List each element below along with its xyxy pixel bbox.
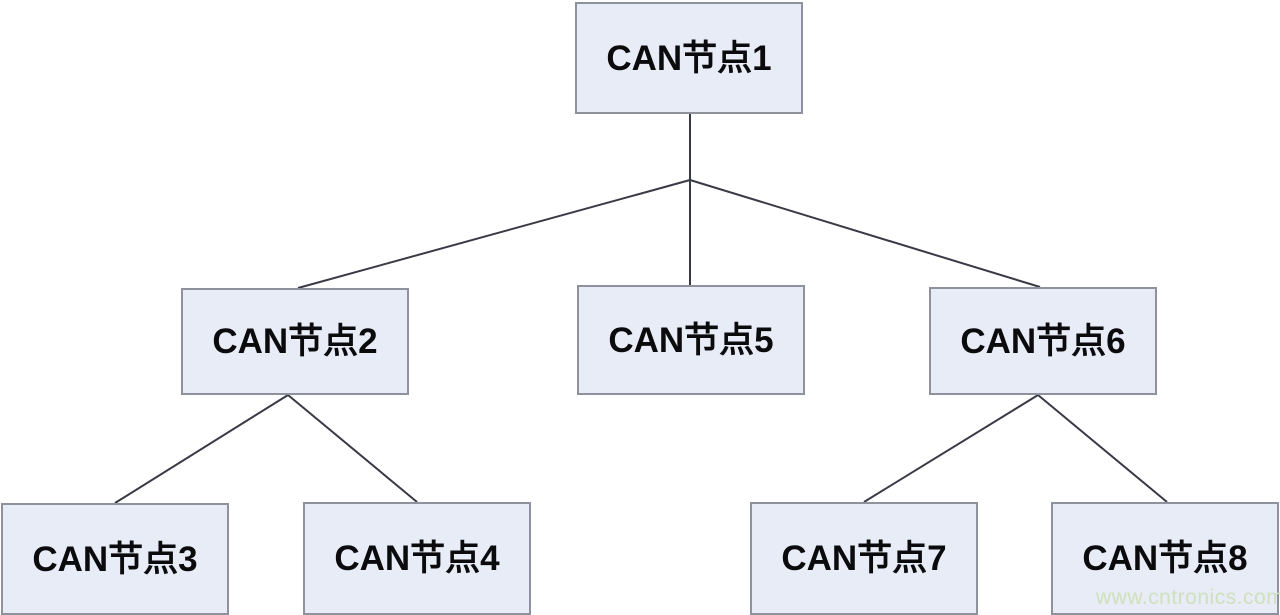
node-label: CAN节点1 [606, 38, 772, 78]
node-can-4[interactable]: CAN节点4 [303, 502, 531, 615]
node-label: CAN节点8 [1082, 539, 1248, 578]
node-label: CAN节点7 [781, 539, 947, 578]
node-label: CAN节点2 [212, 322, 378, 361]
edge-node2-node4 [287, 394, 418, 503]
edge-junction-node2 [297, 179, 691, 289]
site-watermark: www.cntronics.com [1096, 586, 1280, 609]
node-can-2[interactable]: CAN节点2 [181, 288, 409, 395]
node-can-5[interactable]: CAN节点5 [577, 285, 805, 395]
node-can-6[interactable]: CAN节点6 [929, 287, 1157, 395]
edge-junction-node6 [689, 179, 1041, 288]
node-can-7[interactable]: CAN节点7 [750, 502, 978, 615]
edge-node2-node3 [114, 394, 289, 504]
node-can-8[interactable]: CAN节点8 [1051, 502, 1279, 615]
node-label: CAN节点4 [334, 539, 500, 578]
node-label: CAN节点6 [960, 321, 1126, 361]
node-label: CAN节点3 [32, 539, 198, 579]
node-can-1[interactable]: CAN节点1 [575, 2, 803, 114]
node-can-3[interactable]: CAN节点3 [1, 503, 229, 615]
node-label: CAN节点5 [608, 320, 774, 360]
edge-node6-node7 [863, 394, 1039, 503]
edge-node6-node8 [1037, 394, 1168, 503]
